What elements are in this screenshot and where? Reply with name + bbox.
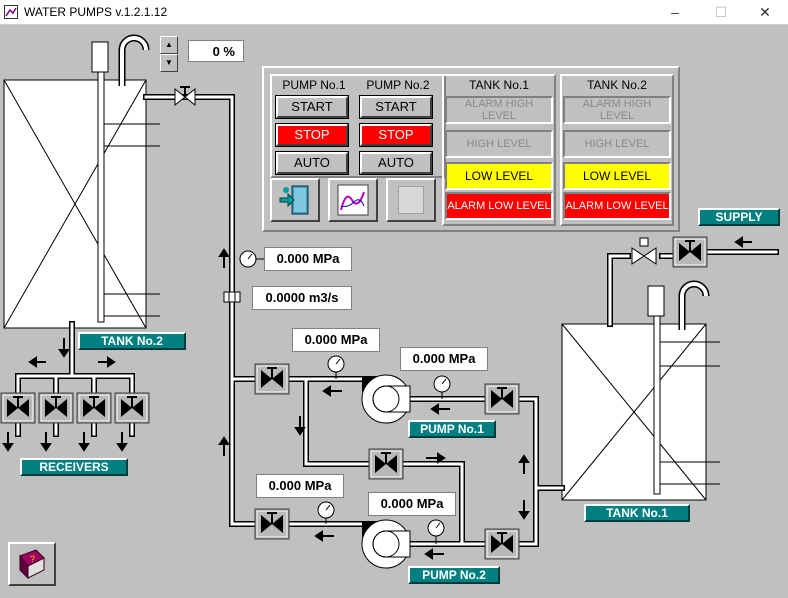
pump1-label: PUMP No.1 <box>408 420 496 438</box>
supply-manual-valve-icon[interactable] <box>631 237 657 265</box>
tank2-header: TANK No.2 <box>587 78 647 92</box>
receiver-valve-1-icon[interactable] <box>0 392 36 424</box>
exit-button[interactable] <box>270 178 320 222</box>
tank2-indicator-group <box>560 74 674 226</box>
supply-label: SUPPLY <box>698 208 780 226</box>
pump2-discharge-valve-icon[interactable] <box>254 508 290 540</box>
close-button[interactable]: ✕ <box>759 4 771 20</box>
pump2-auto-button[interactable]: AUTO <box>359 151 433 175</box>
chart-icon <box>337 184 369 216</box>
tank2-low-indicator: LOW LEVEL <box>563 162 671 190</box>
receivers-label: RECEIVERS <box>20 458 128 476</box>
pump-buttons-group <box>270 74 446 178</box>
window-title: WATER PUMPS v.1.2.1.12 <box>24 5 168 19</box>
app-icon <box>4 5 18 19</box>
pump-2-icon[interactable] <box>361 519 411 569</box>
pump2-in-pressure-readout: 0.000 MPa <box>368 492 456 516</box>
flow-readout: 0.0000 m3/s <box>252 286 352 310</box>
supply-valve-icon[interactable] <box>672 236 708 268</box>
tank1-label: TANK No.1 <box>584 504 690 522</box>
pump1-suction-valve-icon[interactable] <box>484 383 520 415</box>
scada-canvas: ▲ ▼ 0 % PUMP No.1 PUMP No.2 START START … <box>0 24 788 598</box>
tank2-outlet-valve-icon[interactable] <box>174 86 196 107</box>
pump2-header: PUMP No.2 <box>366 78 430 92</box>
pump2-label: PUMP No.2 <box>408 566 500 584</box>
tank2-high-indicator: HIGH LEVEL <box>563 130 671 158</box>
tank2-alarm-low-indicator: ALARM LOW LEVEL <box>563 192 671 220</box>
main-pressure-gauge-icon <box>239 250 257 268</box>
blank-button[interactable] <box>386 178 436 222</box>
tank1-low-indicator: LOW LEVEL <box>445 162 553 190</box>
tank1-high-indicator: HIGH LEVEL <box>445 130 553 158</box>
chart-button[interactable] <box>328 178 378 222</box>
pump1-discharge-valve-icon[interactable] <box>254 363 290 395</box>
control-panel: PUMP No.1 PUMP No.2 START START STOP STO… <box>262 66 680 232</box>
tank2-alarm-high-indicator: ALARM HIGH LEVEL <box>563 96 671 124</box>
pump2-out-gauge-icon <box>317 501 335 519</box>
maximize-button[interactable]: ☐ <box>714 4 728 20</box>
svg-text:?: ? <box>30 554 35 564</box>
receiver-valve-2-icon[interactable] <box>38 392 74 424</box>
pipe-schematic <box>0 34 779 569</box>
pump1-out-gauge-icon <box>327 355 345 373</box>
tank1-alarm-low-indicator: ALARM LOW LEVEL <box>445 192 553 220</box>
receiver-valve-4-icon[interactable] <box>114 392 150 424</box>
main-pressure-readout: 0.000 MPa <box>264 247 352 271</box>
tank2-label: TANK No.2 <box>78 332 186 350</box>
exit-icon <box>279 185 309 215</box>
help-book-icon: ? <box>19 549 45 580</box>
flow-arrows <box>2 236 752 560</box>
pump2-in-gauge-icon <box>427 519 445 537</box>
pump1-in-pressure-readout: 0.000 MPa <box>400 347 488 371</box>
pump2-stop-button[interactable]: STOP <box>359 123 433 147</box>
pump2-suction-valve-icon[interactable] <box>484 528 520 560</box>
pump1-header: PUMP No.1 <box>282 78 346 92</box>
pump1-stop-button[interactable]: STOP <box>275 123 349 147</box>
pump1-in-gauge-icon <box>433 375 451 393</box>
pump2-out-pressure-readout: 0.000 MPa <box>256 474 344 498</box>
pump2-start-button[interactable]: START <box>359 95 433 119</box>
pump1-start-button[interactable]: START <box>275 95 349 119</box>
pump1-out-pressure-readout: 0.000 MPa <box>292 328 380 352</box>
flow-meter-icon <box>223 291 241 303</box>
pump-1-icon[interactable] <box>361 374 411 424</box>
tank1-header: TANK No.1 <box>469 78 529 92</box>
percent-value[interactable]: 0 % <box>188 40 244 62</box>
tank-1-drawing <box>561 280 720 501</box>
receiver-valve-3-icon[interactable] <box>76 392 112 424</box>
tank1-indicator-group <box>442 74 556 226</box>
minimize-button[interactable]: – <box>671 4 679 20</box>
percent-up-button[interactable]: ▲ <box>160 36 178 54</box>
tank-2-drawing <box>3 34 160 329</box>
title-bar: WATER PUMPS v.1.2.1.12 – ☐ ✕ <box>0 0 788 25</box>
tank1-alarm-high-indicator: ALARM HIGH LEVEL <box>445 96 553 124</box>
percent-down-button[interactable]: ▼ <box>160 54 178 72</box>
pump1-auto-button[interactable]: AUTO <box>275 151 349 175</box>
help-button[interactable]: ? <box>8 542 56 586</box>
bypass-valve-icon[interactable] <box>368 448 404 480</box>
